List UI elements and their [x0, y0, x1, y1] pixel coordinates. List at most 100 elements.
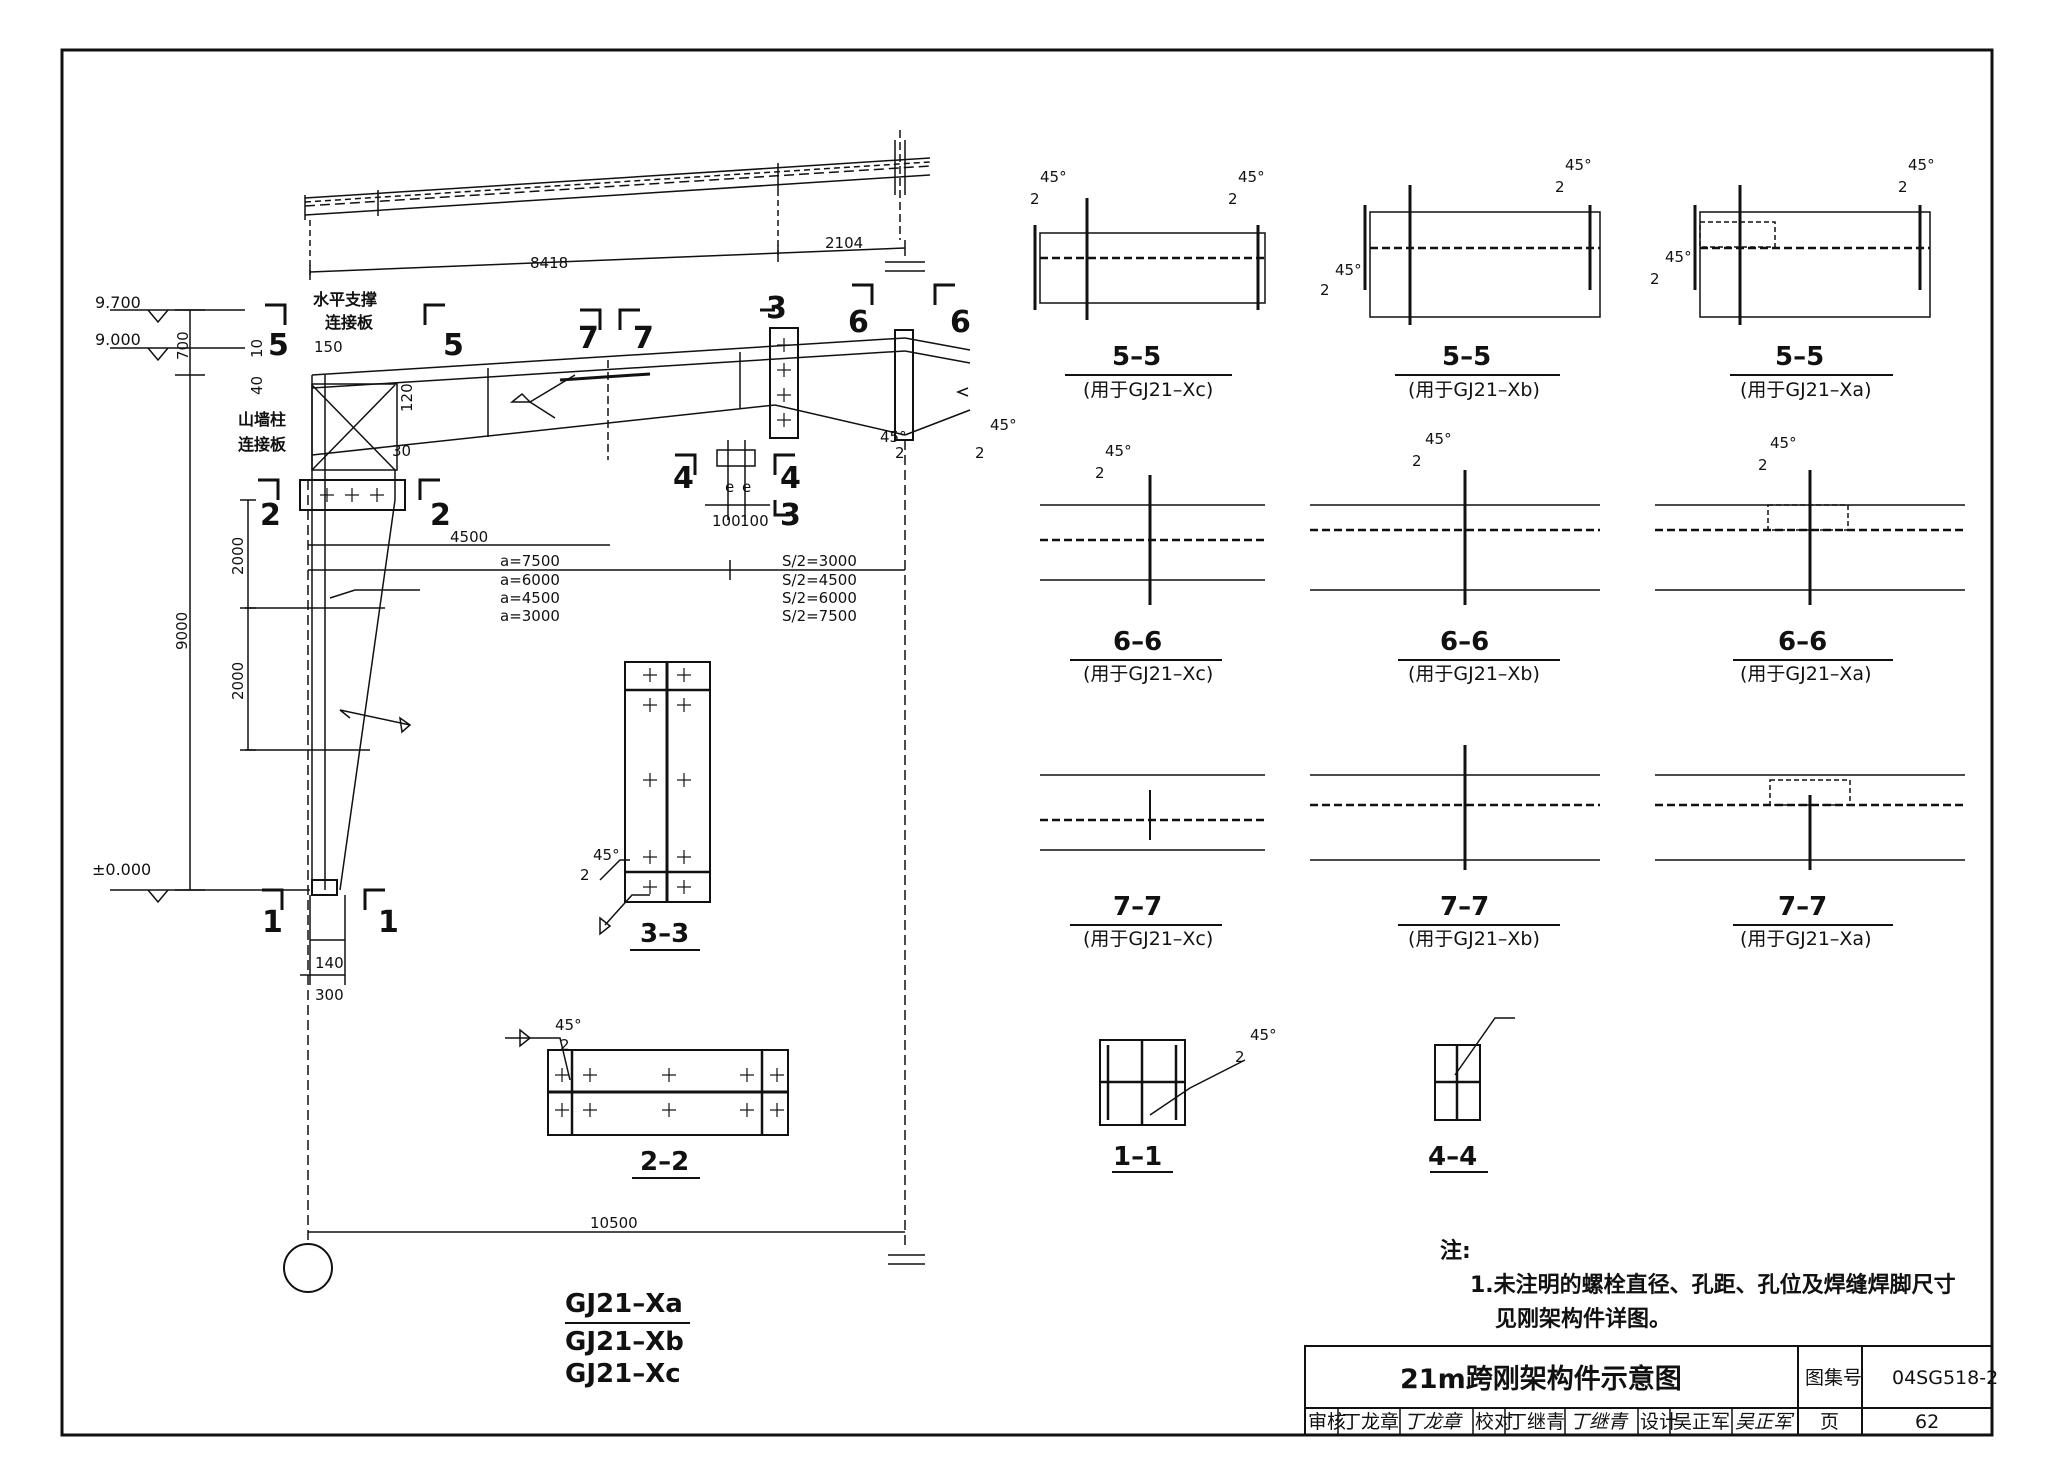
weld-angle-55b-l: 45° — [1335, 261, 1362, 279]
weld-size-frame-2: 2 — [975, 444, 985, 462]
level-ground: ±0.000 — [92, 860, 151, 879]
dim-s-1: S/2=4500 — [782, 571, 857, 589]
section-7-7-c — [1040, 774, 1265, 926]
sheet-border — [60, 48, 1994, 1437]
weld-size-55b-l: 2 — [1320, 281, 1330, 299]
section-title-66c: 6–6 — [1113, 627, 1162, 657]
section-6-6-b — [1310, 470, 1600, 661]
gable-plate-label-1: 山墙柱 — [238, 410, 286, 429]
axis-bubble — [283, 1243, 333, 1293]
section-title-66b: 6–6 — [1440, 627, 1489, 657]
dim-30: 30 — [392, 442, 411, 460]
frame-elevation — [110, 130, 971, 1293]
weld-angle-11: 45° — [1250, 1026, 1277, 1044]
cut-mark-3-top: 3 — [766, 291, 787, 326]
drawing-title: 21m跨刚架构件示意图 — [1400, 1363, 1682, 1395]
detail-3-3 — [599, 661, 711, 951]
section-title-22: 2–2 — [640, 1147, 689, 1177]
atlas-number: 04SG518-2 — [1892, 1367, 1998, 1389]
dim-s-0: S/2=3000 — [782, 552, 857, 570]
dim-140: 140 — [315, 954, 344, 972]
section-title-77c: 7–7 — [1113, 892, 1162, 922]
cut-mark-1-right: 1 — [378, 905, 399, 940]
dim-120: 120 — [398, 383, 416, 412]
designer-signature: 吴正军 — [1735, 1411, 1795, 1433]
weld-angle-22: 45° — [555, 1016, 582, 1034]
detail-2-2 — [505, 1028, 789, 1179]
frame-name-xc: GJ21–Xc — [565, 1359, 681, 1389]
weld-size-66c: 2 — [1095, 464, 1105, 482]
weld-size-22: 2 — [560, 1036, 570, 1054]
dim-e-1: e — [725, 478, 734, 496]
dim-8418: 8418 — [530, 254, 568, 272]
weld-angle-55c-l: 45° — [1040, 168, 1067, 186]
notes-line-2: 见刚架构件详图。 — [1495, 1306, 1671, 1332]
weld-size-33: 2 — [580, 866, 590, 884]
section-5-5-b — [1363, 185, 1601, 376]
dim-a-2: a=4500 — [500, 589, 560, 607]
section-sub-55a: (用于GJ21–Xa) — [1740, 379, 1872, 401]
design-label: 设计 — [1640, 1411, 1678, 1433]
dim-a-3: a=3000 — [500, 607, 560, 625]
section-sub-66b: (用于GJ21–Xb) — [1408, 663, 1540, 685]
dim-9000: 9000 — [173, 612, 191, 650]
section-6-6-a — [1655, 470, 1965, 661]
section-title-55c: 5–5 — [1112, 342, 1161, 372]
weld-size-66a: 2 — [1758, 456, 1768, 474]
reviewer-name: 丁龙章 — [1342, 1411, 1399, 1433]
detail-4-4 — [1430, 1017, 1515, 1173]
weld-angle-55a-l: 45° — [1665, 248, 1692, 266]
cut-mark-5-right: 5 — [443, 328, 464, 363]
dim-40: 40 — [248, 376, 266, 395]
cut-mark-2-left: 2 — [260, 498, 281, 533]
section-sub-77b: (用于GJ21–Xb) — [1408, 928, 1540, 950]
section-title-44: 4–4 — [1428, 1142, 1477, 1172]
weld-size-55a-l: 2 — [1650, 270, 1660, 288]
section-sub-55c: (用于GJ21–Xc) — [1083, 379, 1213, 401]
section-title-77a: 7–7 — [1778, 892, 1827, 922]
cut-mark-5-left: 5 — [268, 328, 289, 363]
weld-angle-55b: 45° — [1565, 156, 1592, 174]
weld-size-11: 2 — [1235, 1048, 1245, 1066]
dim-10: 10 — [248, 339, 266, 358]
weld-size-55c-l: 2 — [1030, 190, 1040, 208]
gable-plate-label-2: 连接板 — [238, 435, 287, 454]
rafter — [311, 327, 971, 460]
section-title-77b: 7–7 — [1440, 892, 1489, 922]
level-top: 9.700 — [95, 293, 141, 312]
frame-name-xb: GJ21–Xb — [565, 1327, 684, 1357]
section-sub-77c: (用于GJ21–Xc) — [1083, 928, 1213, 950]
dim-a-1: a=6000 — [500, 571, 560, 589]
dim-150: 150 — [314, 338, 343, 356]
dim-s-2: S/2=6000 — [782, 589, 857, 607]
weld-angle-66c: 45° — [1105, 442, 1132, 460]
dim-2104: 2104 — [825, 234, 863, 252]
dim-s-3: S/2=7500 — [782, 607, 857, 625]
cut-mark-1-left: 1 — [262, 905, 283, 940]
notes-heading: 注: — [1440, 1238, 1471, 1264]
section-grid — [1033, 185, 1965, 926]
weld-angle-55c-r: 45° — [1238, 168, 1265, 186]
brace-plate-label-2: 连接板 — [325, 313, 374, 332]
weld-angle-frame-1: 45° — [880, 428, 907, 446]
check-label: 校对 — [1475, 1411, 1513, 1433]
section-7-7-b — [1310, 745, 1600, 926]
level-eave: 9.000 — [95, 330, 141, 349]
section-sub-77a: (用于GJ21–Xa) — [1740, 928, 1872, 950]
section-5-5-a — [1693, 185, 1931, 376]
section-6-6-c — [1040, 475, 1265, 661]
section-7-7-a — [1655, 774, 1965, 926]
page-label: 页 — [1820, 1411, 1839, 1433]
reviewer-signature: 丁龙章 — [1404, 1411, 1463, 1433]
section-5-5-c — [1033, 198, 1266, 376]
page-number: 62 — [1915, 1411, 1939, 1433]
dim-2000-upper: 2000 — [229, 537, 247, 575]
cut-mark-2-right: 2 — [430, 498, 451, 533]
brace-plate-label-1: 水平支撑 — [313, 290, 377, 309]
checker-name: 丁继青 — [1508, 1411, 1565, 1433]
atlas-label: 图集号 — [1805, 1367, 1862, 1389]
weld-angle-66b: 45° — [1425, 430, 1452, 448]
weld-size-frame-1: 2 — [895, 444, 905, 462]
